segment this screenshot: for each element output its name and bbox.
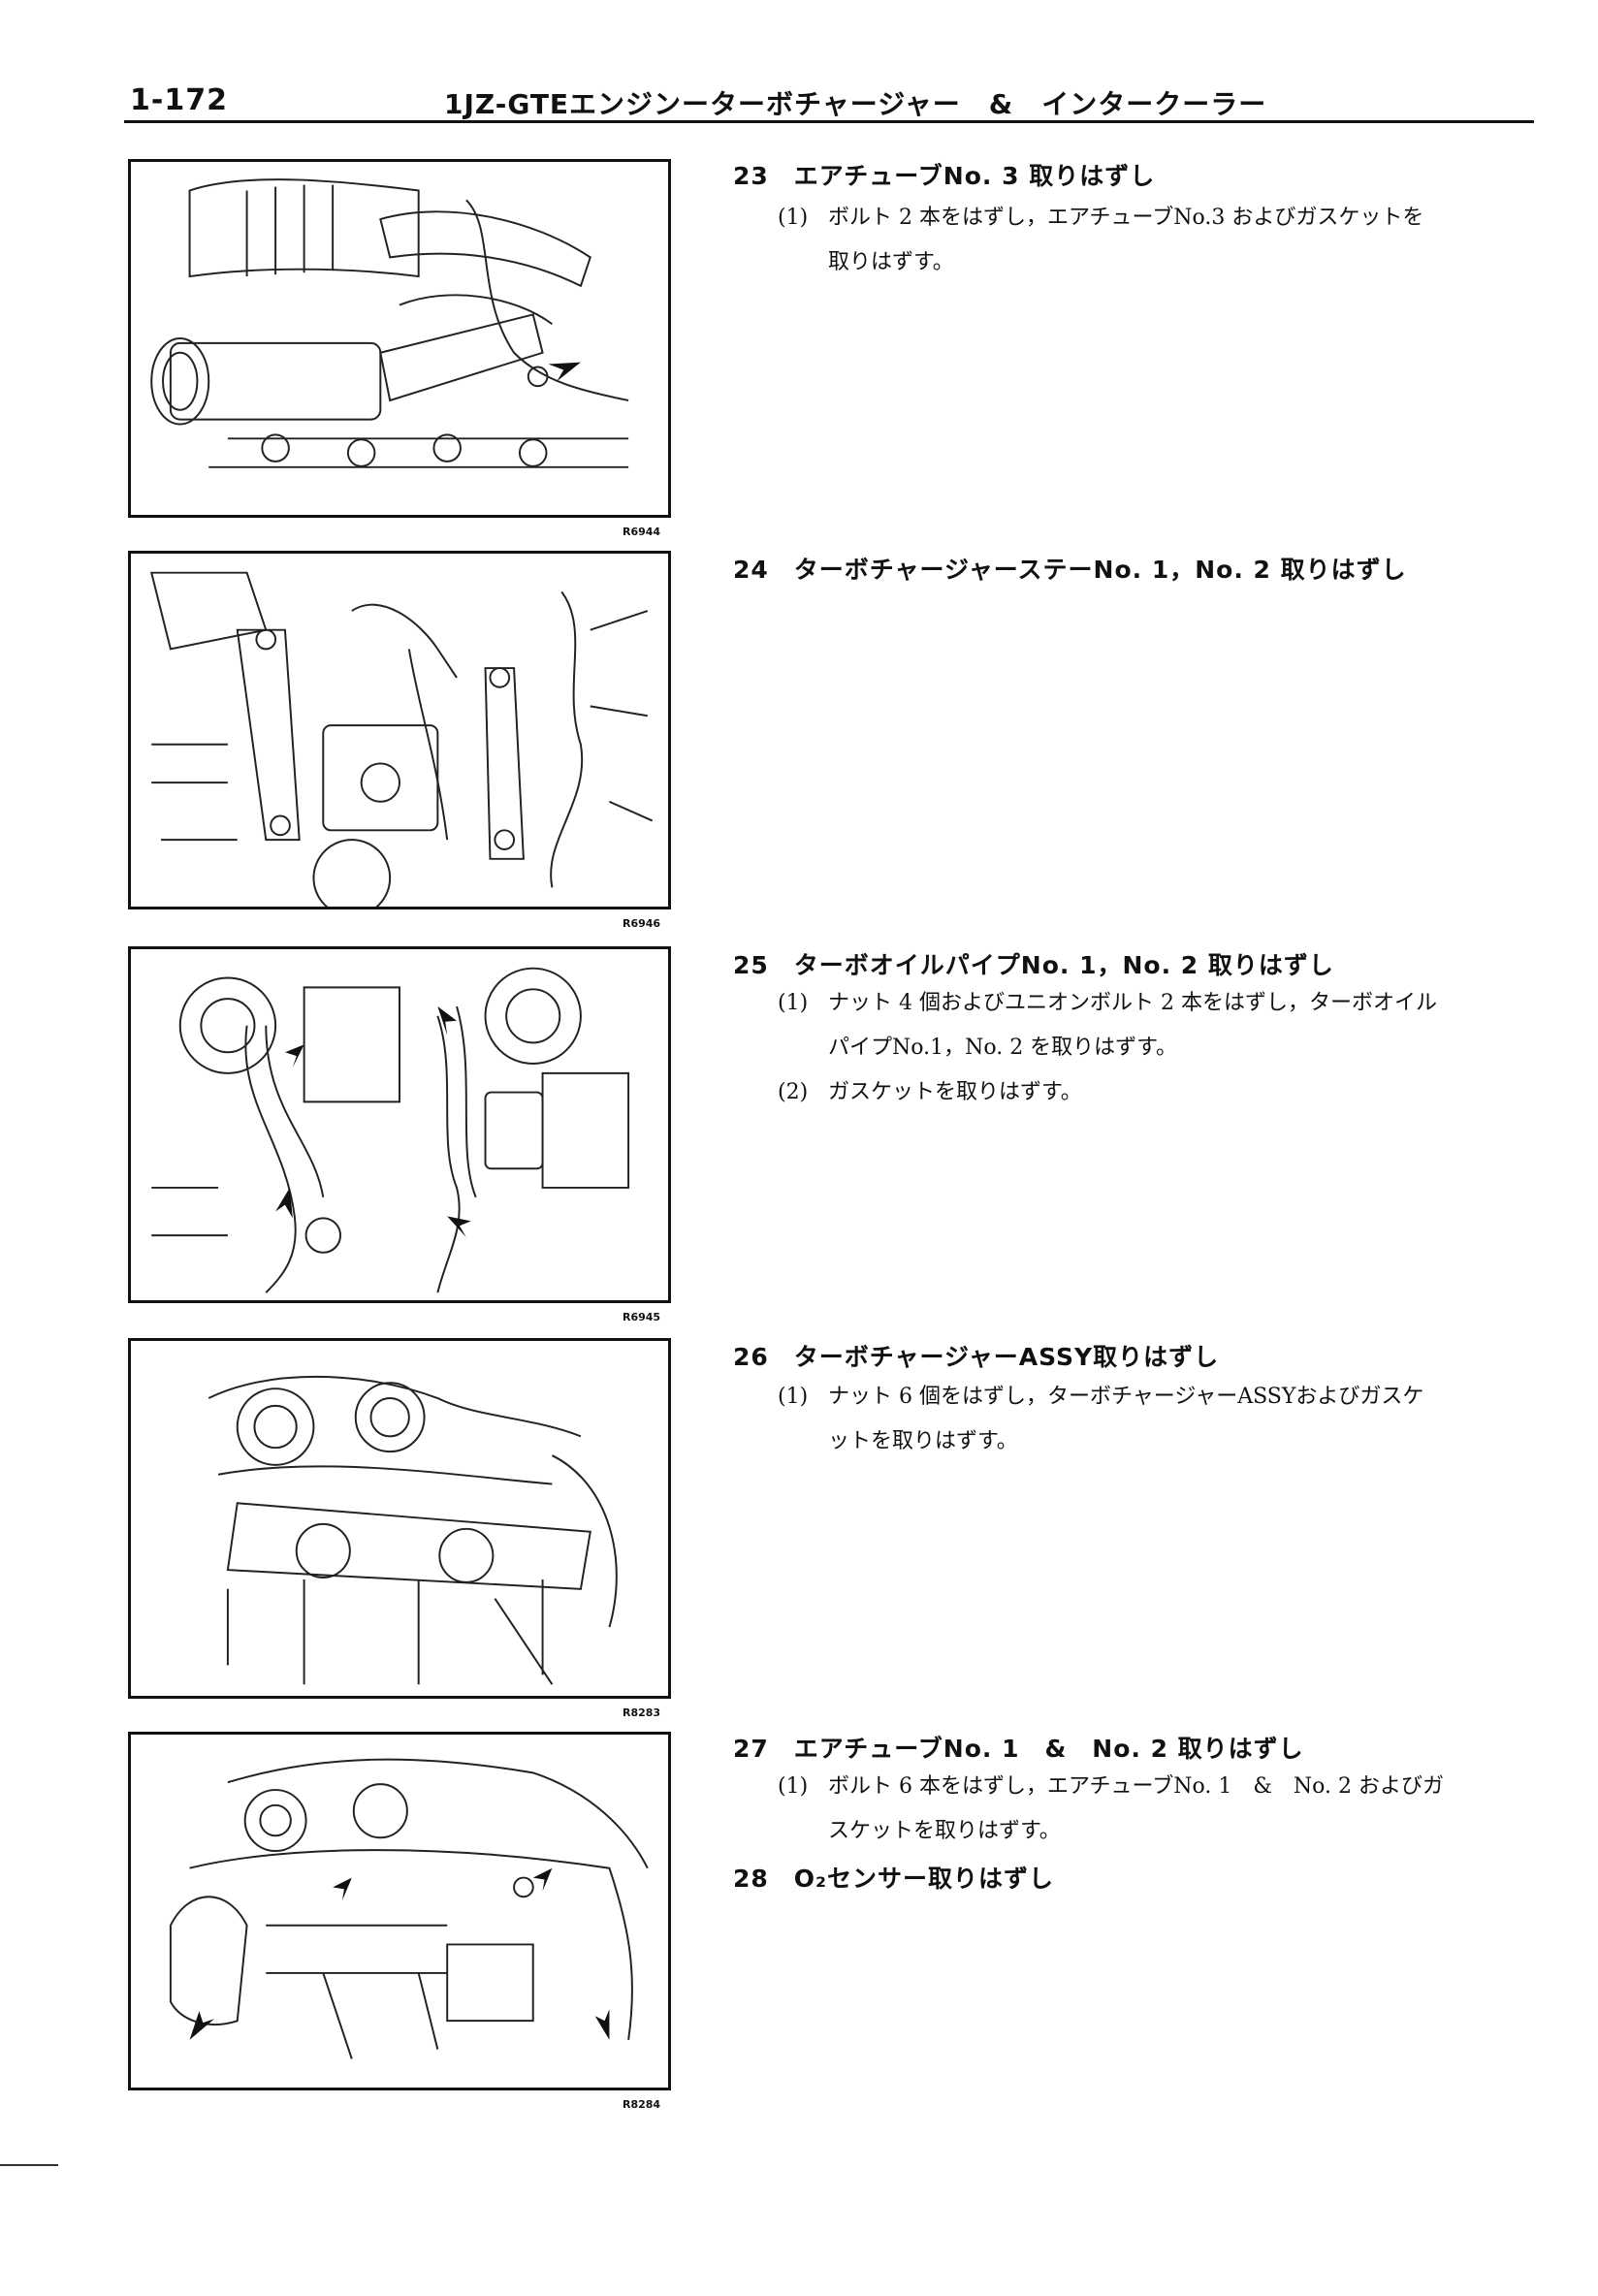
figure-code: R8284	[623, 2098, 661, 2111]
figure-air-tube-no3	[128, 159, 671, 518]
sub-index: (1)	[778, 1774, 809, 1799]
step-28-title: 28 O₂センサー取りはずし	[733, 1865, 1054, 1893]
sub-index: (1)	[778, 206, 809, 230]
arrow-icon	[333, 1877, 352, 1901]
figure-turbo-stay	[128, 551, 671, 909]
figure-code: R8283	[623, 1706, 661, 1719]
arrow-icon	[532, 1867, 553, 1892]
step-27-sub-1: (1) ボルト 6 本をはずし，エアチューブNo. 1 & No. 2 およびガ…	[778, 1765, 1544, 1854]
engine-drawing-2	[149, 571, 654, 907]
step-23-sub-1: (1) ボルト 2 本をはずし，エアチューブNo.3 およびガスケットを 取りは…	[778, 196, 1544, 285]
step-27-title: 27 エアチューブNo. 1 & No. 2 取りはずし	[733, 1735, 1304, 1763]
step-25-title: 25 ターボオイルパイプNo. 1，No. 2 取りはずし	[733, 951, 1334, 979]
arrow-icon	[275, 1187, 293, 1219]
step-25-sub-2: (2) ガスケットを取りはずす。	[778, 1070, 1544, 1115]
engine-drawing-3	[151, 967, 630, 1293]
step-26-title: 26 ターボチャージャーASSY取りはずし	[733, 1343, 1220, 1371]
sub-text-line2: 取りはずす。	[828, 250, 954, 274]
engine-drawing-5	[169, 1758, 649, 2059]
step-26-sub-1: (1) ナット 6 個をはずし，ターボチャージャーASSYおよびガスケ ットを取…	[778, 1375, 1544, 1464]
engine-drawing-1	[150, 178, 629, 468]
figure-turbo-oil-pipe	[128, 946, 671, 1303]
figure-code: R6945	[623, 1311, 661, 1323]
margin-mark	[0, 2164, 58, 2166]
step-25-sub-1: (1) ナット 4 個およびユニオンボルト 2 本をはずし，ターボオイル パイプ…	[778, 981, 1544, 1070]
step-24-title: 24 ターボチャージャーステーNo. 1，No. 2 取りはずし	[733, 556, 1407, 584]
figure-turbocharger-assy	[128, 1338, 671, 1699]
arrow-icon	[189, 2011, 215, 2040]
arrow-icon	[447, 1216, 471, 1238]
sub-index: (1)	[778, 1385, 809, 1409]
sub-text-line2: ットを取りはずす。	[828, 1429, 1018, 1453]
sub-index: (2)	[778, 1080, 809, 1104]
figure-code: R6946	[623, 917, 661, 930]
sub-text-line1: ガスケットを取りはずす。	[828, 1080, 1082, 1104]
page-number: 1-172	[130, 83, 228, 117]
sub-text-line1: ボルト 6 本をはずし，エアチューブNo. 1 & No. 2 およびガ	[828, 1774, 1444, 1799]
sub-text-line1: ボルト 2 本をはずし，エアチューブNo.3 およびガスケットを	[828, 206, 1424, 230]
figure-code: R6944	[623, 526, 661, 538]
arrow-icon	[594, 2009, 610, 2040]
sub-text-line2: スケットを取りはずす。	[828, 1819, 1061, 1843]
arrow-icon	[437, 1006, 458, 1036]
arrow-icon	[548, 362, 581, 382]
figure-air-tube-no1-no2	[128, 1732, 671, 2090]
arrow-icon	[284, 1044, 304, 1068]
sub-index: (1)	[778, 991, 809, 1015]
page-title: 1JZ-GTEエンジンーターボチャージャー & インタークーラー	[444, 88, 1267, 120]
step-23-title: 23 エアチューブNo. 3 取りはずし	[733, 162, 1156, 190]
engine-drawing-4	[208, 1375, 618, 1685]
sub-text-line1: ナット 4 個およびユニオンボルト 2 本をはずし，ターボオイル	[828, 991, 1437, 1015]
header-rule	[124, 120, 1534, 123]
sub-text-line1: ナット 6 個をはずし，ターボチャージャーASSYおよびガスケ	[828, 1385, 1424, 1409]
sub-text-line2: パイプNo.1，No. 2 を取りはずす。	[828, 1036, 1177, 1060]
